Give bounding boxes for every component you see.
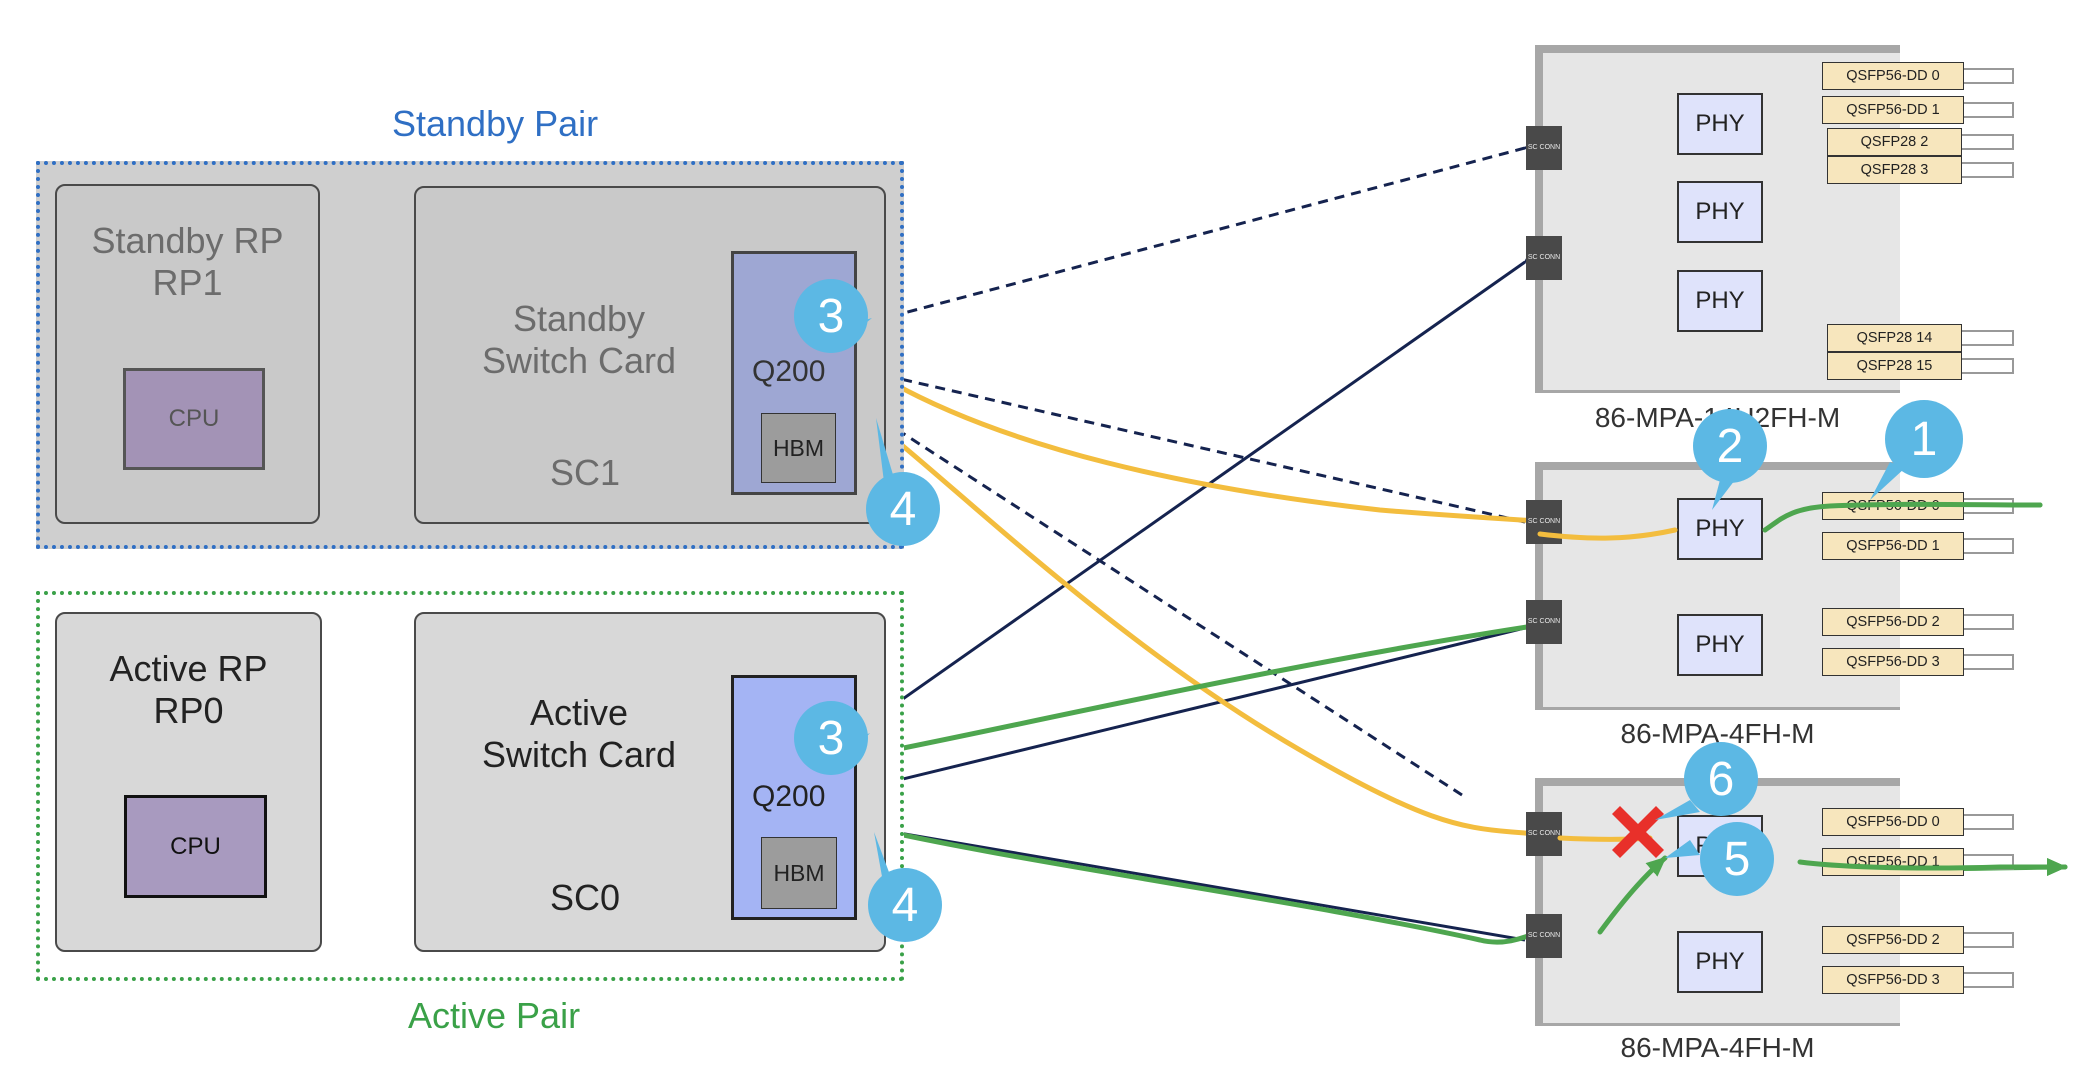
active-switch-card-title: Active Switch Card	[481, 692, 677, 775]
standby-switch-card-name: SC1	[549, 452, 621, 493]
standby-pair-title: Standby Pair	[392, 103, 599, 144]
line-card-2-edge	[1535, 462, 1543, 710]
fabric-links	[868, 141, 1535, 942]
line-card-1-edge	[1535, 45, 1543, 393]
callout-badge-4-standby: 4	[866, 472, 940, 546]
line-card-2-port-1: QSFP56-DD 1	[1822, 532, 1964, 560]
line-card-3-edge	[1535, 778, 1543, 1026]
line-card-1-port-14: QSFP28 14	[1827, 324, 1962, 352]
line-card-3-sc-conn-1: SC CONN	[1526, 812, 1562, 856]
line-card-3-port-2: QSFP56-DD 2	[1822, 926, 1964, 954]
standby-hbm: HBM	[761, 413, 836, 483]
callout-badge-3-active: 3	[794, 701, 868, 775]
active-asic-label: Q200	[752, 780, 826, 813]
line-card-1-port-1: QSFP56-DD 1	[1822, 96, 1964, 124]
line-card-1-port-15: QSFP28 15	[1827, 352, 1962, 380]
line-card-3-phy-2: PHY	[1677, 931, 1763, 993]
line-card-1-phy-1: PHY	[1677, 93, 1763, 155]
line-card-2-phy-2: PHY	[1677, 614, 1763, 676]
active-hbm: HBM	[761, 837, 837, 909]
line-card-1-sc-conn-2: SC CONN	[1526, 236, 1562, 280]
standby-asic-label: Q200	[752, 355, 826, 388]
line-card-1-sc-conn-1: SC CONN	[1526, 126, 1562, 170]
line-card-3-port-3: QSFP56-DD 3	[1822, 966, 1964, 994]
callout-badge-3-standby: 3	[794, 279, 868, 353]
line-card-2-port-2: QSFP56-DD 2	[1822, 608, 1964, 636]
line-card-3-port-0: QSFP56-DD 0	[1822, 808, 1964, 836]
active-switch-card-name: SC0	[549, 877, 621, 918]
line-card-2-port-3: QSFP56-DD 3	[1822, 648, 1964, 676]
standby-rp-title: Standby RP RP1	[91, 220, 284, 303]
line-card-1-port-3: QSFP28 3	[1827, 156, 1962, 184]
active-rp-title: Active RP RP0	[109, 648, 268, 731]
line-card-3-label: 86-MPA-4FH-M	[1620, 1032, 1815, 1063]
line-card-1-port-0: QSFP56-DD 0	[1822, 62, 1964, 90]
line-card-3-sc-conn-2: SC CONN	[1526, 914, 1562, 958]
active-pair-title: Active Pair	[408, 995, 581, 1036]
callout-badge-4-active: 4	[868, 868, 942, 942]
active-cpu: CPU	[124, 795, 267, 898]
callout-badge-6: 6	[1684, 742, 1758, 816]
callout-badge-2: 2	[1693, 409, 1767, 483]
callout-badge-5: 5	[1700, 822, 1774, 896]
standby-switch-card-title: Standby Switch Card	[481, 298, 677, 381]
line-card-1-port-2: QSFP28 2	[1827, 128, 1962, 156]
line-card-1-phy-3: PHY	[1677, 270, 1763, 332]
callout-badge-1: 1	[1885, 400, 1963, 478]
line-card-2-sc-conn-2: SC CONN	[1526, 600, 1562, 644]
standby-cpu: CPU	[123, 368, 265, 470]
line-card-1-phy-2: PHY	[1677, 181, 1763, 243]
